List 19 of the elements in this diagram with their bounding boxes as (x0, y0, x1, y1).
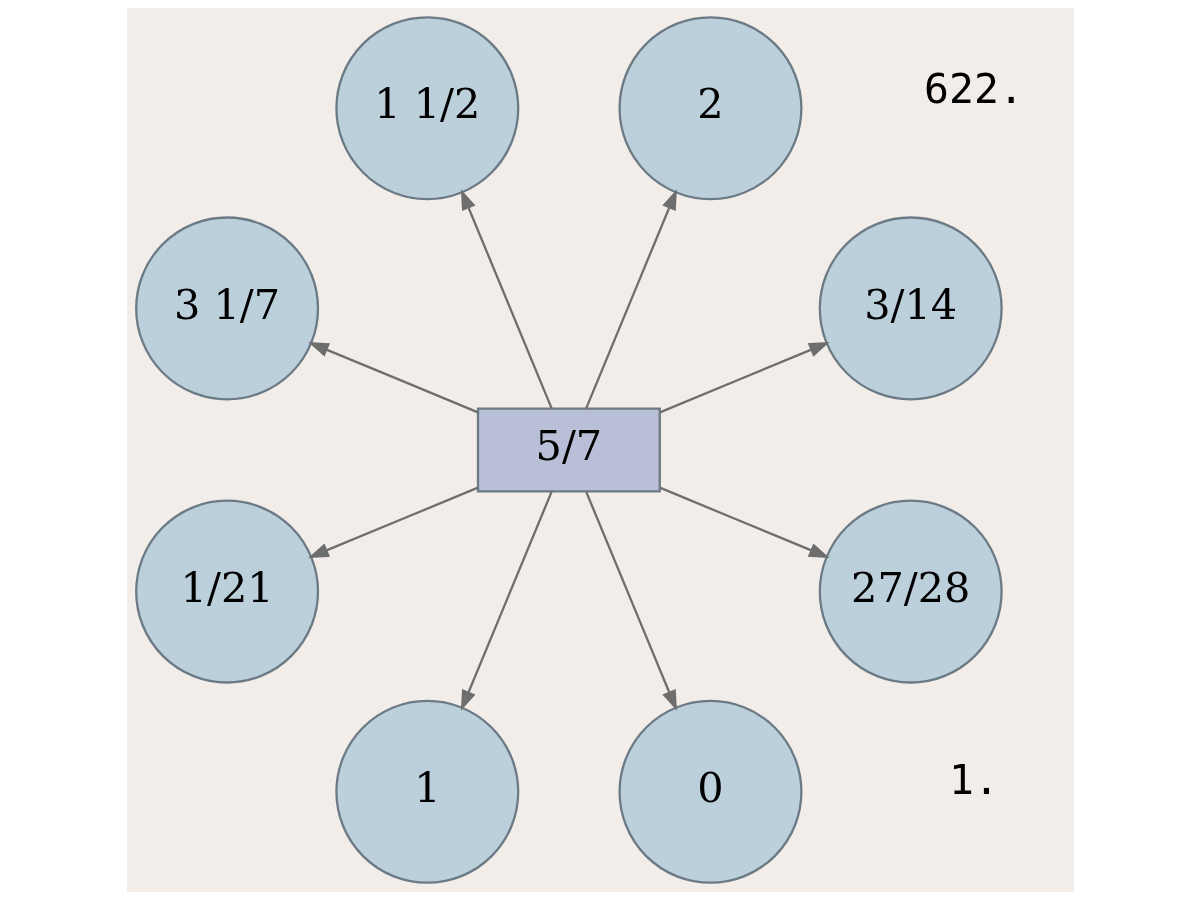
node-circle: 1 1/2 (334, 16, 519, 201)
node-circle: 1 (334, 699, 519, 884)
node-box: 5/7 (476, 407, 661, 493)
node-circle: 2 (617, 16, 803, 201)
node-circle: 1/21 (134, 499, 319, 684)
arrow (659, 341, 830, 414)
label: 1. (948, 755, 999, 804)
node-circle: 0 (617, 699, 803, 884)
arrow (584, 189, 677, 409)
arrow (460, 189, 553, 409)
arrow (460, 491, 553, 711)
node-circle: 3 1/7 (134, 216, 319, 401)
arrow (659, 486, 830, 558)
node-circle: 3/14 (818, 216, 1003, 401)
node-circle: 27/28 (818, 499, 1003, 684)
arrow (307, 486, 478, 558)
label: 622. (923, 65, 1024, 114)
arrow (584, 491, 677, 711)
arrow (307, 341, 478, 414)
